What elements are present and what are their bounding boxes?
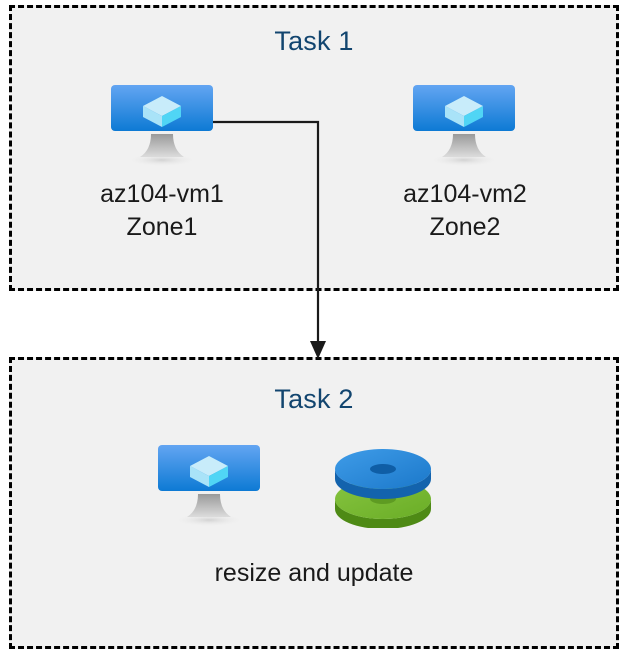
vm1-zone: Zone1 <box>126 213 198 241</box>
task-2-caption: resize and update <box>214 559 414 587</box>
vm1-label: az104-vm1 Zone1 <box>52 178 272 244</box>
virtual-machine-icon <box>157 444 261 526</box>
task-1-title: Task 1 <box>274 26 354 56</box>
vm2-zone: Zone2 <box>429 213 501 241</box>
virtual-machine-icon <box>110 84 214 166</box>
vm1-name: az104-vm1 <box>100 180 224 208</box>
vm2-label: az104-vm2 Zone2 <box>355 178 575 244</box>
vm2-name: az104-vm2 <box>403 180 527 208</box>
managed-disks-icon <box>333 443 433 528</box>
task-2-title: Task 2 <box>274 384 354 414</box>
virtual-machine-icon <box>412 84 516 166</box>
